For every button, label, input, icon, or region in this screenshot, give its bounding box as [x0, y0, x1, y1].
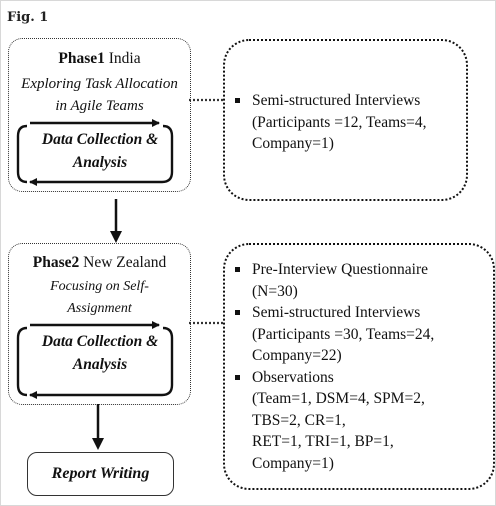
bullet-square-icon [235, 98, 240, 103]
detail-line: Semi-structured Interviews [252, 92, 421, 109]
detail-line: Pre-Interview Questionnaire [252, 261, 429, 278]
phase1-cycle-icon [16, 119, 174, 186]
detail-line: Semi-structured Interviews [252, 304, 421, 321]
detail-line: (Participants =30, Teams=24, [252, 325, 435, 343]
phase2-subtitle-line1: Focusing on Self- [50, 279, 149, 294]
detail-line: (N=30) [252, 282, 298, 300]
bullet-square-icon [235, 267, 240, 272]
detail-line: Company=1) [252, 135, 334, 152]
phase2-dc-line2: Analysis [72, 356, 128, 373]
flow-arrow-phase1-to-phase2 [110, 199, 122, 243]
phase1-dc-line2: Analysis [72, 154, 128, 171]
phase2-details-box: Pre-Interview Questionnaire (N=30) Semi-… [223, 243, 495, 490]
list-item: Pre-Interview Questionnaire (N=30) [232, 259, 490, 302]
phase1-subtitle-line2: in Agile Teams [55, 98, 144, 114]
phase2-details-list: Pre-Interview Questionnaire (N=30) Semi-… [232, 259, 490, 474]
phase1-box: Phase1 India Exploring Task Allocation i… [8, 38, 191, 192]
phase1-title: Phase1 India [9, 50, 190, 68]
figure-label: Fig. 1 [7, 10, 49, 25]
flow-arrow-phase2-to-report [92, 404, 104, 450]
phase1-dc-line1: Data Collection & [41, 131, 159, 148]
detail-line: Observations [252, 368, 334, 386]
phase2-dc-line1: Data Collection & [41, 333, 159, 350]
bullet-square-icon [235, 374, 240, 380]
detail-line: Company=1) [252, 454, 334, 472]
list-item: Semi-structured Interviews (Participants… [232, 90, 464, 155]
detail-line: (Team=1, DSM=4, SPM=2, [252, 390, 425, 407]
phase1-title-bold: Phase1 [58, 50, 105, 67]
phase1-subtitle: Exploring Task Allocation in Agile Teams [9, 73, 190, 117]
phase2-title-bold: Phase2 [32, 254, 80, 271]
phase2-title: Phase2 New Zealand [9, 254, 190, 272]
detail-line: RET=1, TRI=1, BP=1, [252, 433, 394, 450]
report-writing-box: Report Writing [27, 452, 174, 496]
detail-line: TBS=2, CR=1, [252, 411, 346, 429]
phase2-subtitle-line2: Assignment [67, 301, 132, 316]
bullet-square-icon [235, 310, 240, 315]
detail-line: Company=22) [252, 347, 342, 364]
phase1-data-collection-label: Data Collection & Analysis [25, 128, 175, 174]
list-item: Semi-structured Interviews (Participants… [232, 302, 490, 367]
detail-line: (Participants =12, Teams=4, [252, 113, 427, 131]
phase1-details-box: Semi-structured Interviews (Participants… [223, 39, 468, 201]
report-writing-label: Report Writing [51, 465, 150, 482]
phase1-details-list: Semi-structured Interviews (Participants… [232, 90, 464, 155]
phase2-title-rest: New Zealand [79, 254, 167, 271]
phase2-data-collection-label: Data Collection & Analysis [25, 330, 175, 376]
list-item: Observations (Team=1, DSM=4, SPM=2, TBS=… [232, 367, 490, 475]
phase1-subtitle-line1: Exploring Task Allocation [21, 76, 178, 92]
phase2-cycle-icon [16, 321, 174, 399]
phase1-title-rest: India [104, 50, 141, 67]
phase2-subtitle: Focusing on Self- Assignment [9, 276, 190, 320]
